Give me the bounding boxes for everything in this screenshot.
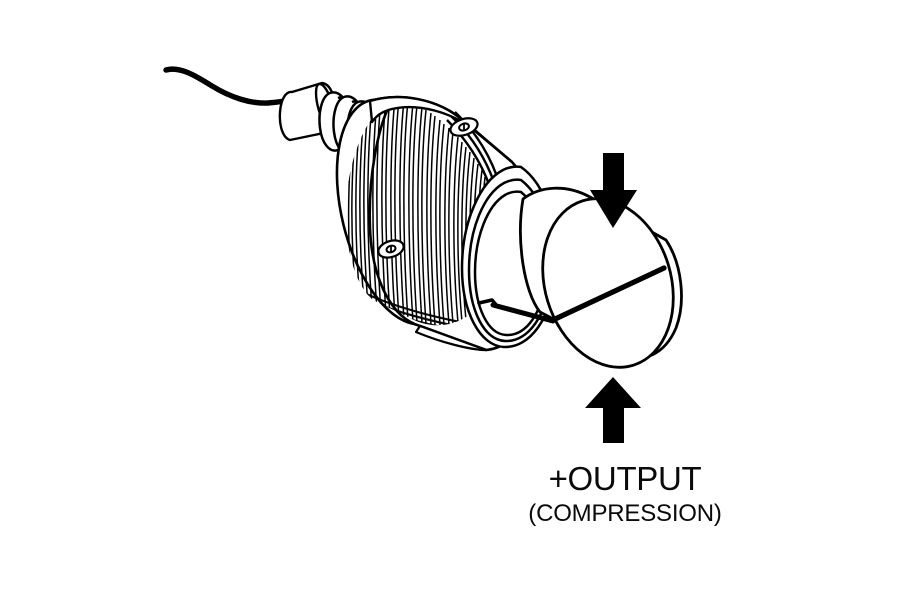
- plunger-face: [541, 197, 675, 369]
- output-annotation: +OUTPUT (COMPRESSION): [455, 462, 795, 526]
- body-bottom-band: [414, 324, 488, 352]
- bottom-force-arrow: [585, 377, 641, 443]
- compression-mode-label: (COMPRESSION): [528, 500, 722, 527]
- vent-hole-lower: [377, 239, 405, 259]
- plunger-chamfer-line: [550, 265, 667, 323]
- top-force-arrow: [590, 153, 637, 228]
- vent-hole-upper: [449, 117, 479, 137]
- output-label: +OUTPUT: [548, 460, 702, 497]
- plunger: [490, 186, 683, 369]
- body-top-band: [368, 95, 475, 132]
